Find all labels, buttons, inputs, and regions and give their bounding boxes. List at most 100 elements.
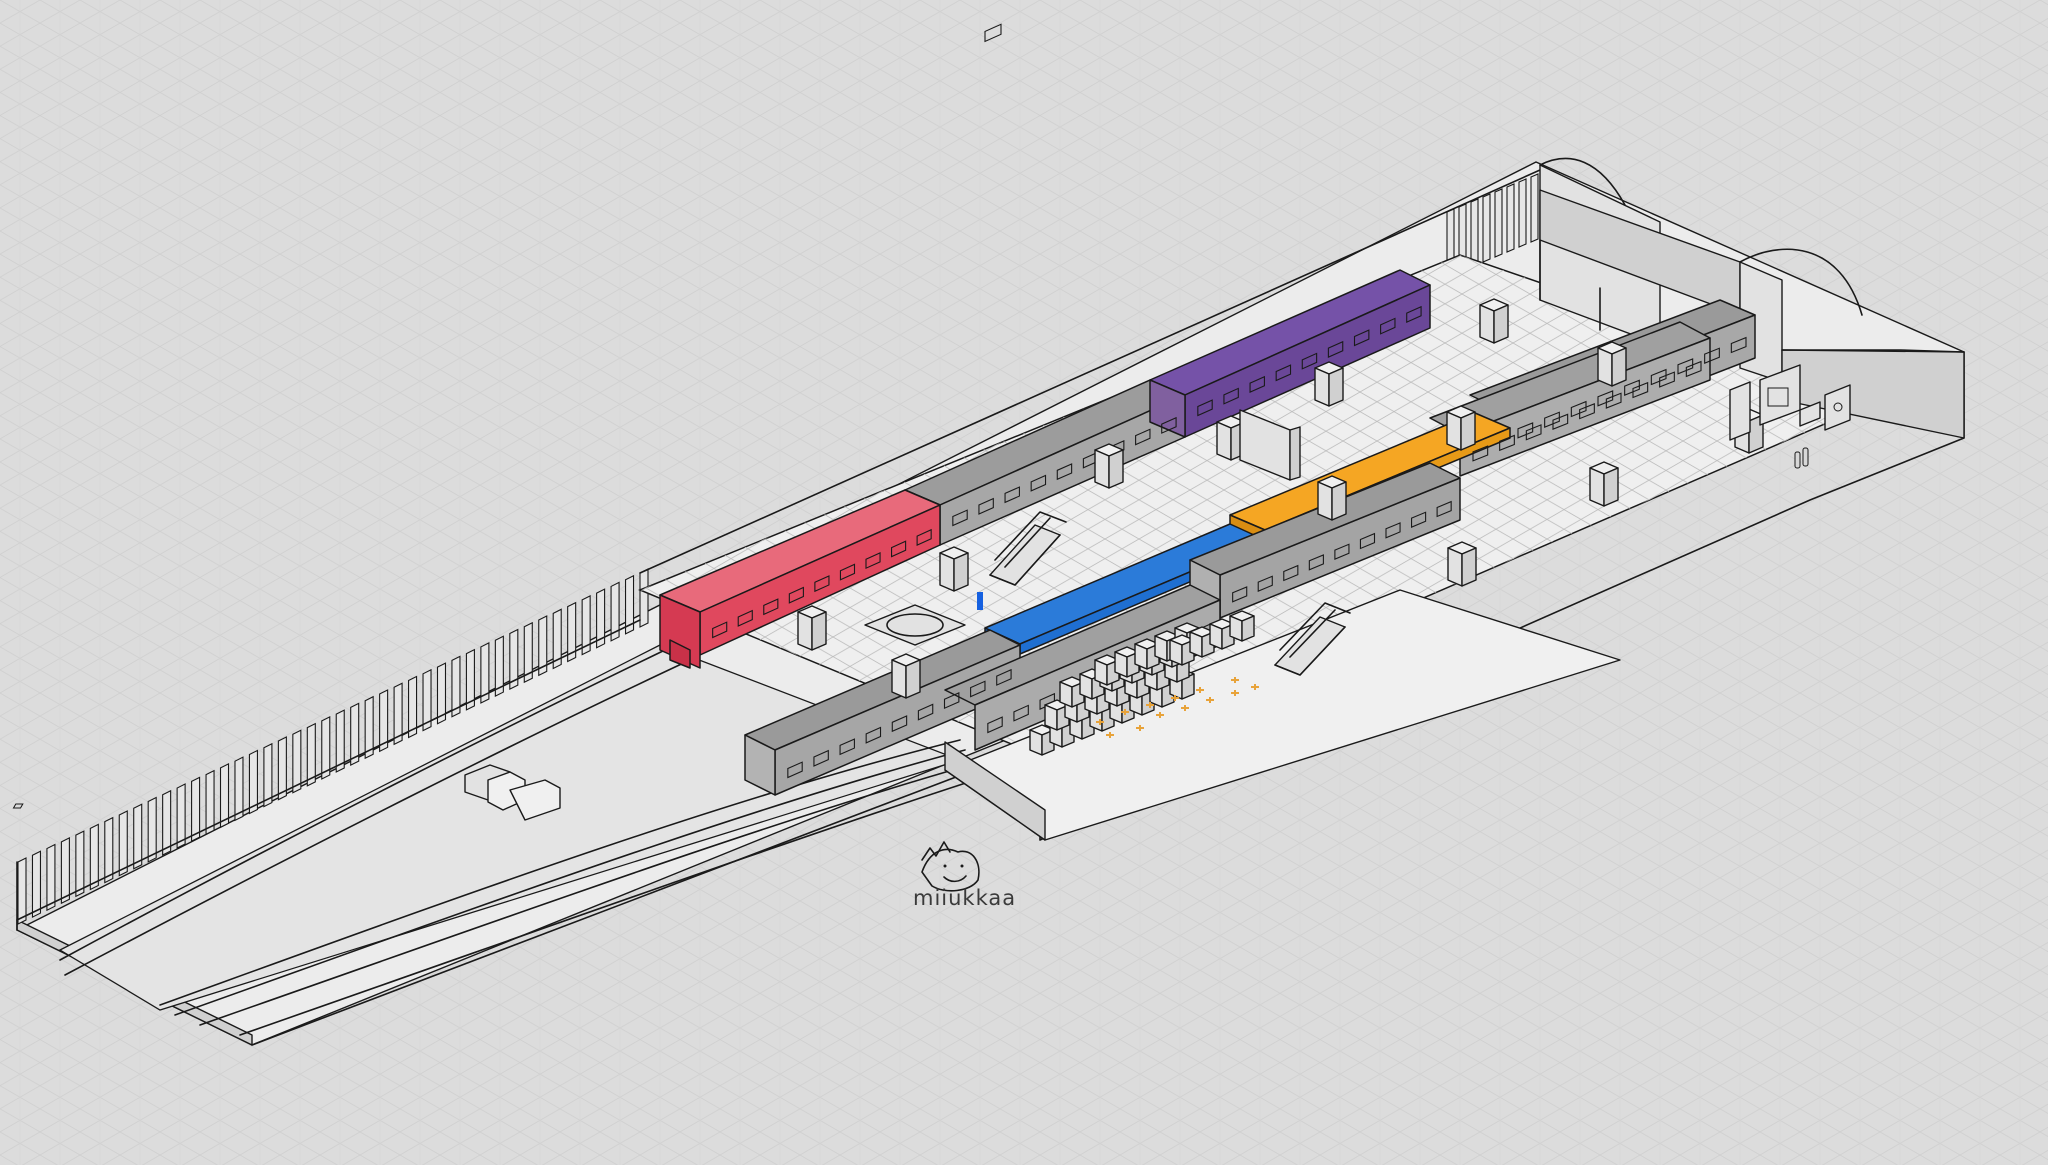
fence-slat bbox=[191, 776, 201, 843]
fence-slat bbox=[451, 655, 461, 718]
train-window bbox=[891, 715, 908, 733]
crate bbox=[1209, 623, 1223, 650]
train-window bbox=[839, 563, 856, 581]
fence-slat bbox=[147, 796, 157, 863]
fence-slat bbox=[523, 621, 533, 684]
pillar-side bbox=[1597, 347, 1613, 387]
fence-slat bbox=[277, 736, 287, 801]
train-window bbox=[787, 761, 803, 779]
train-window bbox=[1135, 428, 1151, 446]
purple-train bbox=[1149, 269, 1431, 438]
crate bbox=[1044, 704, 1058, 731]
rear-wall-fence bbox=[639, 169, 1541, 574]
pillar-front bbox=[1328, 367, 1344, 407]
pillar-side bbox=[1216, 421, 1232, 461]
pillar-side bbox=[1589, 467, 1605, 507]
passenger-mark bbox=[1206, 697, 1214, 703]
passenger-mark bbox=[1231, 690, 1239, 696]
passenger-mark bbox=[1146, 702, 1154, 708]
crate bbox=[1229, 615, 1243, 642]
escalator-icon bbox=[989, 511, 1067, 586]
tunnel-portal-1 bbox=[1539, 157, 1741, 346]
fence-slat bbox=[219, 763, 230, 829]
crate bbox=[1189, 631, 1203, 658]
fence-slat bbox=[393, 682, 403, 746]
passenger-mark bbox=[1136, 725, 1144, 731]
pillar-front bbox=[1108, 449, 1124, 489]
fence-slat bbox=[306, 722, 316, 787]
crate bbox=[1169, 639, 1183, 666]
fence-slat bbox=[552, 608, 562, 670]
pillar-side bbox=[1314, 367, 1330, 407]
train-window bbox=[1308, 554, 1324, 571]
fence-slat bbox=[205, 769, 215, 836]
train-window bbox=[1406, 305, 1422, 324]
fence-slat bbox=[1518, 178, 1527, 248]
pillar-side bbox=[1317, 481, 1333, 521]
fence-slat bbox=[422, 668, 432, 732]
fence-slat bbox=[133, 803, 143, 870]
fence-slat bbox=[408, 675, 418, 739]
train-window bbox=[1327, 340, 1344, 359]
fence-slat bbox=[379, 689, 389, 753]
train-window bbox=[865, 551, 881, 570]
pillar-front bbox=[1460, 411, 1476, 451]
partition-wall bbox=[1239, 409, 1301, 481]
track-markers bbox=[12, 803, 24, 809]
train-window bbox=[917, 703, 934, 721]
train-window bbox=[1570, 400, 1587, 418]
end-equipment bbox=[1729, 364, 1851, 469]
crate bbox=[1241, 615, 1255, 642]
train-window bbox=[1004, 486, 1020, 504]
fence-slat bbox=[234, 756, 244, 822]
fence-slat bbox=[494, 635, 504, 697]
passenger-mark bbox=[1231, 677, 1239, 683]
pillar-side bbox=[1094, 449, 1110, 489]
train-window bbox=[1161, 416, 1177, 434]
train-window bbox=[1249, 375, 1265, 394]
lower-platform bbox=[944, 589, 1621, 841]
train-window bbox=[1552, 413, 1569, 430]
fence-slat bbox=[17, 857, 27, 925]
train-window bbox=[996, 668, 1012, 686]
left-wall-fence bbox=[16, 568, 649, 931]
pillar-side bbox=[797, 611, 813, 651]
train-window bbox=[1334, 543, 1350, 560]
cargo-crates bbox=[1029, 610, 1255, 756]
fence-slat bbox=[292, 729, 302, 794]
pillar-front bbox=[1611, 347, 1627, 387]
train-window bbox=[1517, 422, 1534, 439]
passenger-markings bbox=[1096, 677, 1259, 738]
pillar-front bbox=[905, 659, 921, 699]
fence-slat bbox=[639, 568, 649, 628]
passenger-mark bbox=[1156, 712, 1164, 718]
train-window bbox=[1411, 511, 1427, 528]
fence-slat bbox=[104, 816, 114, 884]
train-window bbox=[1525, 424, 1542, 441]
fence-slat bbox=[1482, 193, 1491, 263]
fence-slat bbox=[335, 709, 345, 773]
crate bbox=[1114, 651, 1128, 678]
track-area bbox=[58, 644, 976, 1036]
fence-slat bbox=[509, 628, 519, 691]
crate bbox=[1079, 673, 1093, 700]
crate bbox=[1029, 729, 1043, 756]
fence-slat bbox=[1530, 173, 1539, 243]
fence-slat bbox=[567, 601, 577, 663]
train-window bbox=[978, 497, 994, 515]
train-window bbox=[1704, 347, 1720, 364]
pillar-side bbox=[939, 552, 955, 592]
train-window bbox=[839, 738, 855, 756]
train-window bbox=[813, 749, 829, 767]
train-window bbox=[1597, 390, 1614, 407]
passenger-mark bbox=[1196, 687, 1204, 693]
blue-signal-marker bbox=[977, 592, 983, 610]
fence-slat bbox=[610, 581, 620, 642]
artist-signature: miiukkaa bbox=[913, 841, 1015, 910]
train-window bbox=[1301, 352, 1318, 370]
train-window bbox=[1436, 500, 1452, 518]
fence-slat bbox=[162, 789, 172, 856]
pillar-front bbox=[953, 552, 969, 592]
train-window bbox=[1380, 317, 1396, 335]
